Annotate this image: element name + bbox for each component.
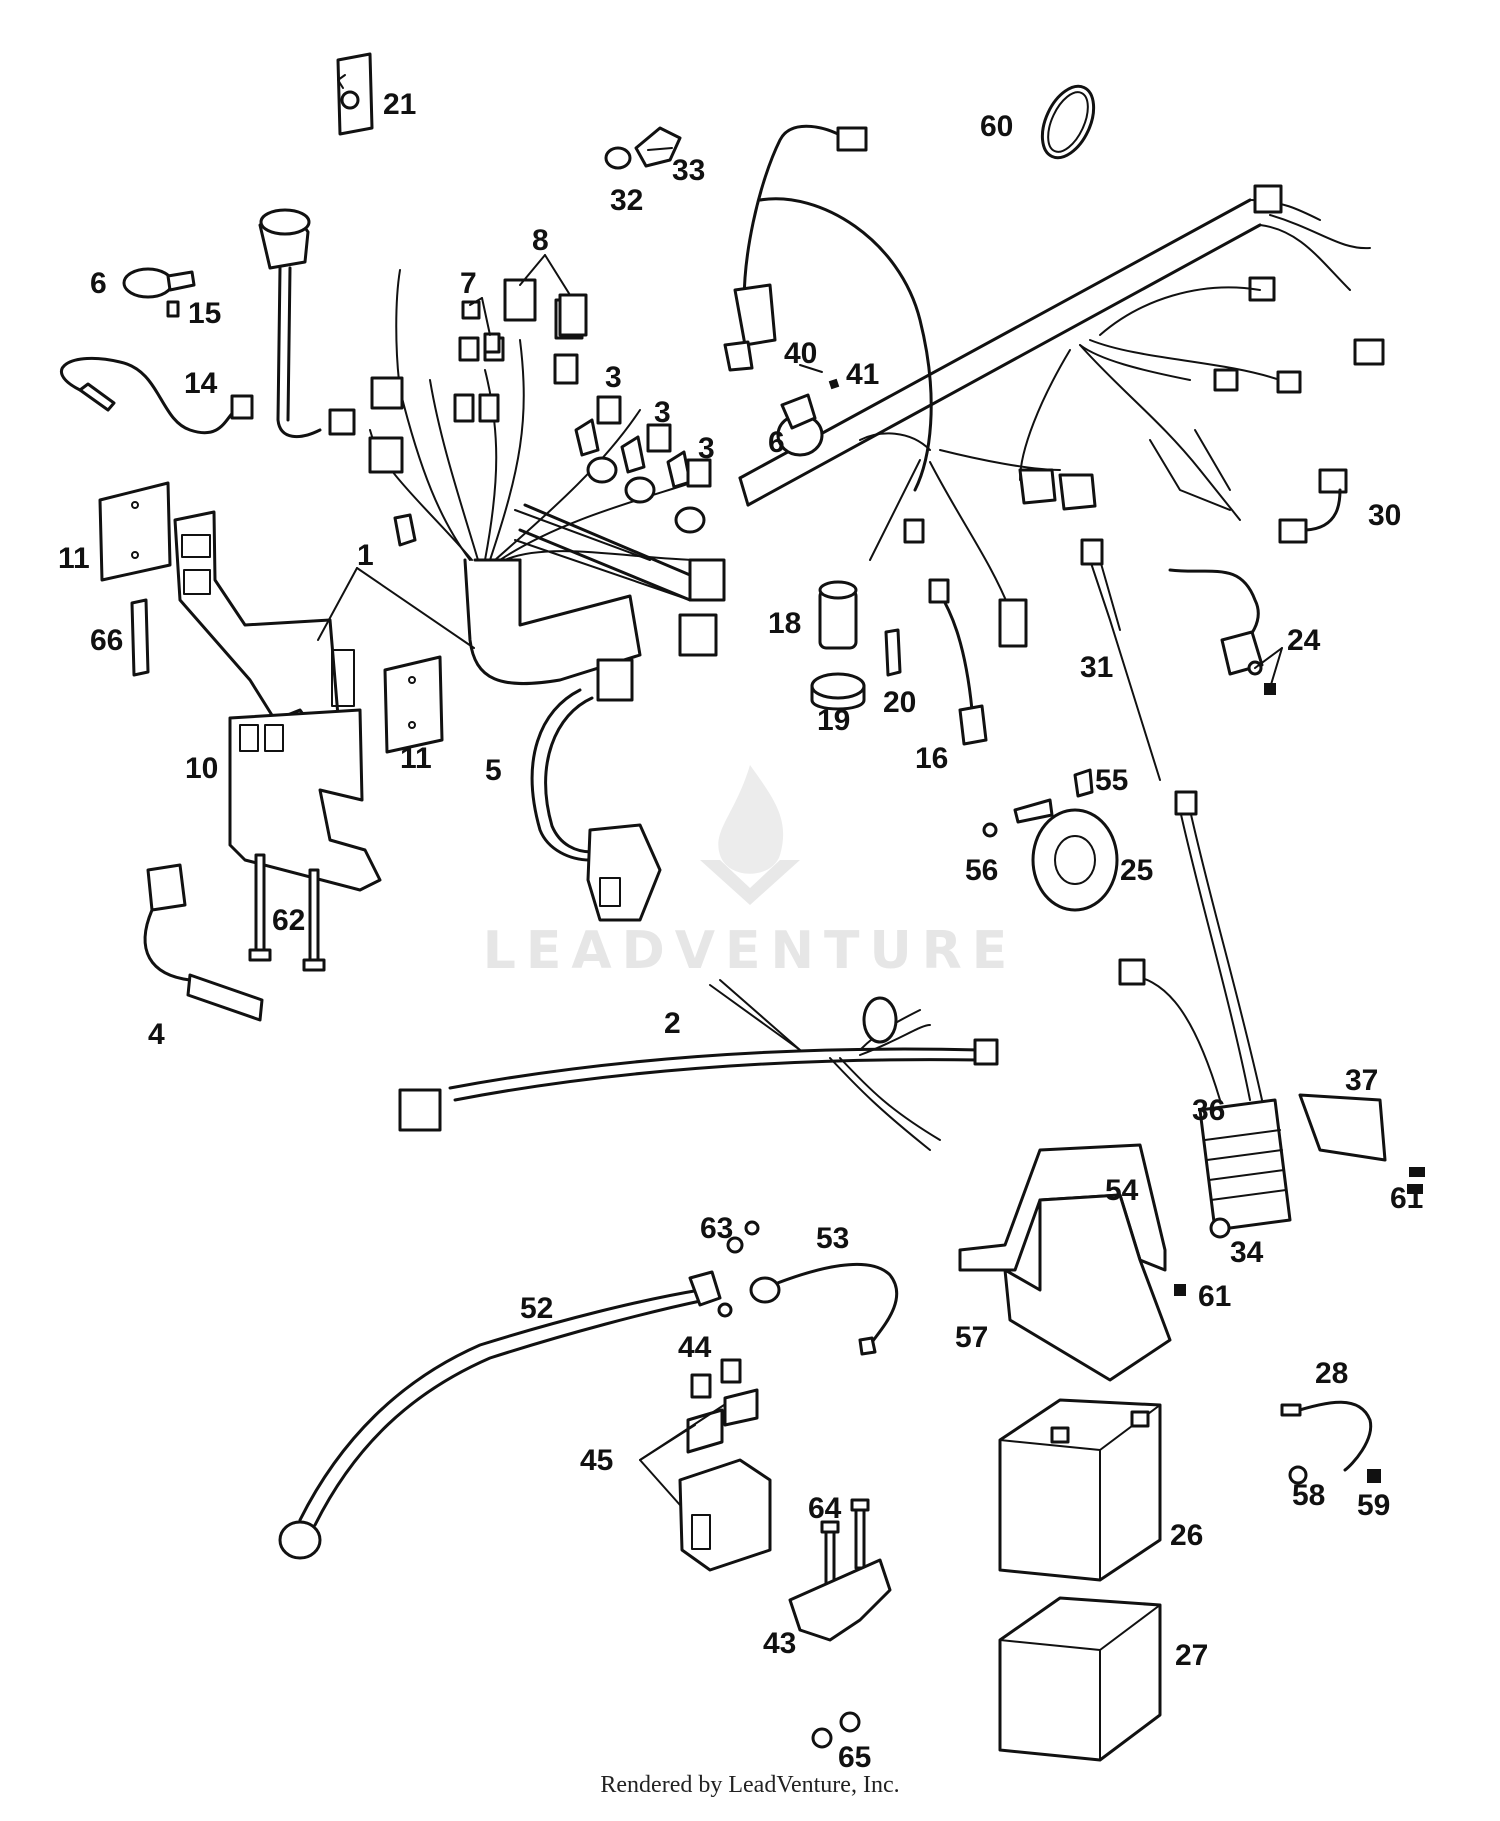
part-10-plate (228, 708, 382, 892)
callout-66: 66 (90, 624, 123, 657)
callout-53: 53 (816, 1222, 849, 1255)
part-27-tray (998, 1596, 1162, 1762)
callout-6-mid: 6 (768, 426, 785, 459)
part-60-clamp (1040, 84, 1096, 160)
part-34-nut (1209, 1217, 1231, 1239)
callout-18: 18 (768, 607, 801, 640)
watermark-text: LEADVENTURE (482, 921, 1018, 981)
callout-7: 7 (460, 267, 477, 300)
part-6-clamp-mid (776, 364, 840, 457)
callout-58: 58 (1292, 1479, 1325, 1512)
part-5-switch-module (530, 658, 662, 922)
part-52-cable (278, 1270, 733, 1560)
callout-36: 36 (1192, 1094, 1225, 1127)
callout-15: 15 (188, 297, 221, 330)
callout-33: 33 (672, 154, 705, 187)
callout-5: 5 (485, 754, 502, 787)
callout-2: 2 (664, 1007, 681, 1040)
callout-64: 64 (808, 1492, 842, 1525)
callout-16: 16 (915, 742, 948, 775)
callout-31: 31 (1080, 651, 1113, 684)
part-54-cover (958, 1143, 1186, 1382)
part-11-plates (98, 481, 444, 754)
callout-3-a: 3 (605, 361, 622, 394)
part-31-lead (1080, 538, 1161, 781)
callout-26: 26 (1170, 1519, 1203, 1552)
callout-63: 63 (700, 1212, 733, 1245)
callout-57: 57 (955, 1321, 988, 1354)
part-7-8-connectors (461, 293, 588, 354)
callout-43: 43 (763, 1627, 796, 1660)
part-4-switch (143, 863, 264, 1022)
part-14-sensor (60, 357, 254, 435)
part-30-switch (1278, 468, 1348, 544)
callout-21: 21 (383, 88, 416, 121)
callout-60: 60 (980, 110, 1013, 143)
callout-27: 27 (1175, 1639, 1208, 1672)
callout-20: 20 (883, 686, 916, 719)
callout-6-top: 6 (90, 267, 107, 300)
leader-lines (317, 254, 1283, 1506)
part-right-harness (738, 184, 1385, 648)
part-24-sensor (1168, 568, 1276, 695)
flame-logo-icon (700, 765, 800, 905)
callout-56: 56 (965, 854, 998, 887)
part-speed-sensor (258, 208, 356, 439)
callout-61-right: 61 (1390, 1182, 1423, 1215)
callout-44: 44 (678, 1331, 712, 1364)
callout-40: 40 (784, 337, 817, 370)
part-43-bracket (788, 1498, 892, 1642)
callout-11-left: 11 (58, 542, 90, 575)
callout-8: 8 (532, 224, 549, 257)
part-coil-lead (723, 124, 933, 492)
part-25-horn (982, 768, 1119, 912)
part-16-sensor (928, 578, 988, 746)
callout-32: 32 (610, 184, 643, 217)
part-1-main-harness (368, 269, 726, 686)
callout-37: 37 (1345, 1064, 1378, 1097)
part-3-relays (596, 395, 712, 488)
callout-19: 19 (817, 704, 850, 737)
callout-34: 34 (1230, 1236, 1264, 1269)
part-65-nuts (811, 1711, 861, 1749)
callout-55: 55 (1095, 764, 1128, 797)
callout-45: 45 (580, 1444, 613, 1477)
callout-65: 65 (838, 1741, 871, 1774)
part-33-sensor (604, 126, 682, 170)
callout-61-center: 61 (1198, 1280, 1231, 1313)
footer-credit: Rendered by LeadVenture, Inc. (600, 1772, 900, 1798)
callout-1: 1 (357, 539, 374, 572)
callout-10: 10 (185, 752, 218, 785)
part-28-lead (1280, 1400, 1381, 1485)
part-21-switch (336, 52, 374, 136)
callout-54: 54 (1105, 1174, 1139, 1207)
part-bracket (173, 510, 355, 747)
callout-41: 41 (846, 358, 879, 391)
watermark: LEADVENTURE (460, 760, 1040, 981)
callout-59: 59 (1357, 1489, 1390, 1522)
callout-24: 24 (1287, 624, 1321, 657)
part-66-sleeve (130, 598, 150, 677)
callout-52: 52 (520, 1292, 553, 1325)
callout-14: 14 (184, 367, 218, 400)
part-36-regulator (1118, 790, 1425, 1232)
callout-30: 30 (1368, 499, 1401, 532)
callout-25: 25 (1120, 854, 1153, 887)
part-26-battery (998, 1398, 1162, 1582)
callout-11-right: 11 (400, 742, 432, 775)
part-callouts: 21 60 33 32 8 6 15 7 14 40 41 3 3 3 6 30… (58, 88, 1423, 1774)
part-6-clamp-top (122, 267, 196, 318)
part-53-cable (726, 1220, 899, 1356)
callout-62: 62 (272, 904, 305, 937)
part-18-20 (810, 580, 902, 711)
callout-3-c: 3 (698, 432, 715, 465)
part-62-screws (248, 853, 326, 972)
callout-3-b: 3 (654, 396, 671, 429)
callout-28: 28 (1315, 1357, 1348, 1390)
part-2-rear-harness (398, 979, 999, 1151)
callout-4: 4 (148, 1018, 165, 1051)
part-45-relay (678, 1358, 772, 1572)
